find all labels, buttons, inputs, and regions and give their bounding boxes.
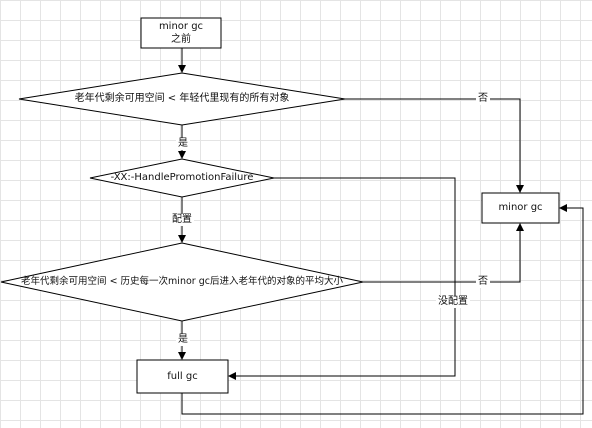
- edge-label-d2-not-configured: 没配置: [436, 296, 470, 308]
- start-node-line2: 之前: [171, 34, 191, 45]
- minor-gc-label: minor gc: [498, 202, 543, 213]
- edge-label-d1-no: 否: [476, 93, 490, 105]
- edge-label-d3-no: 否: [476, 276, 490, 288]
- edge-decision2-not-configured: [228, 177, 456, 380]
- decision3-label: 老年代剩余可用空间 < 历史每一次minor gc后进入老年代的对象的平均大小: [21, 276, 343, 287]
- start-node-line1: minor gc: [158, 21, 204, 32]
- edge-label-d3-yes: 是: [176, 334, 190, 346]
- edge-fullgc-to-minorgc: [181, 204, 584, 415]
- edge-decision1-no: [345, 98, 524, 193]
- decision1-label: 老年代剩余可用空间 < 年轻代里现有的所有对象: [74, 93, 290, 104]
- start-node-label: minor gc 之前: [141, 20, 221, 46]
- edge-decision3-no: [363, 223, 524, 283]
- edge-label-d1-yes: 是: [176, 138, 190, 150]
- edge-label-d2-configured: 配置: [170, 214, 194, 226]
- full-gc-label: full gc: [167, 371, 198, 382]
- start-node-box: [140, 17, 222, 49]
- decision2-label: -XX:-HandlePromotionFailure: [110, 172, 254, 183]
